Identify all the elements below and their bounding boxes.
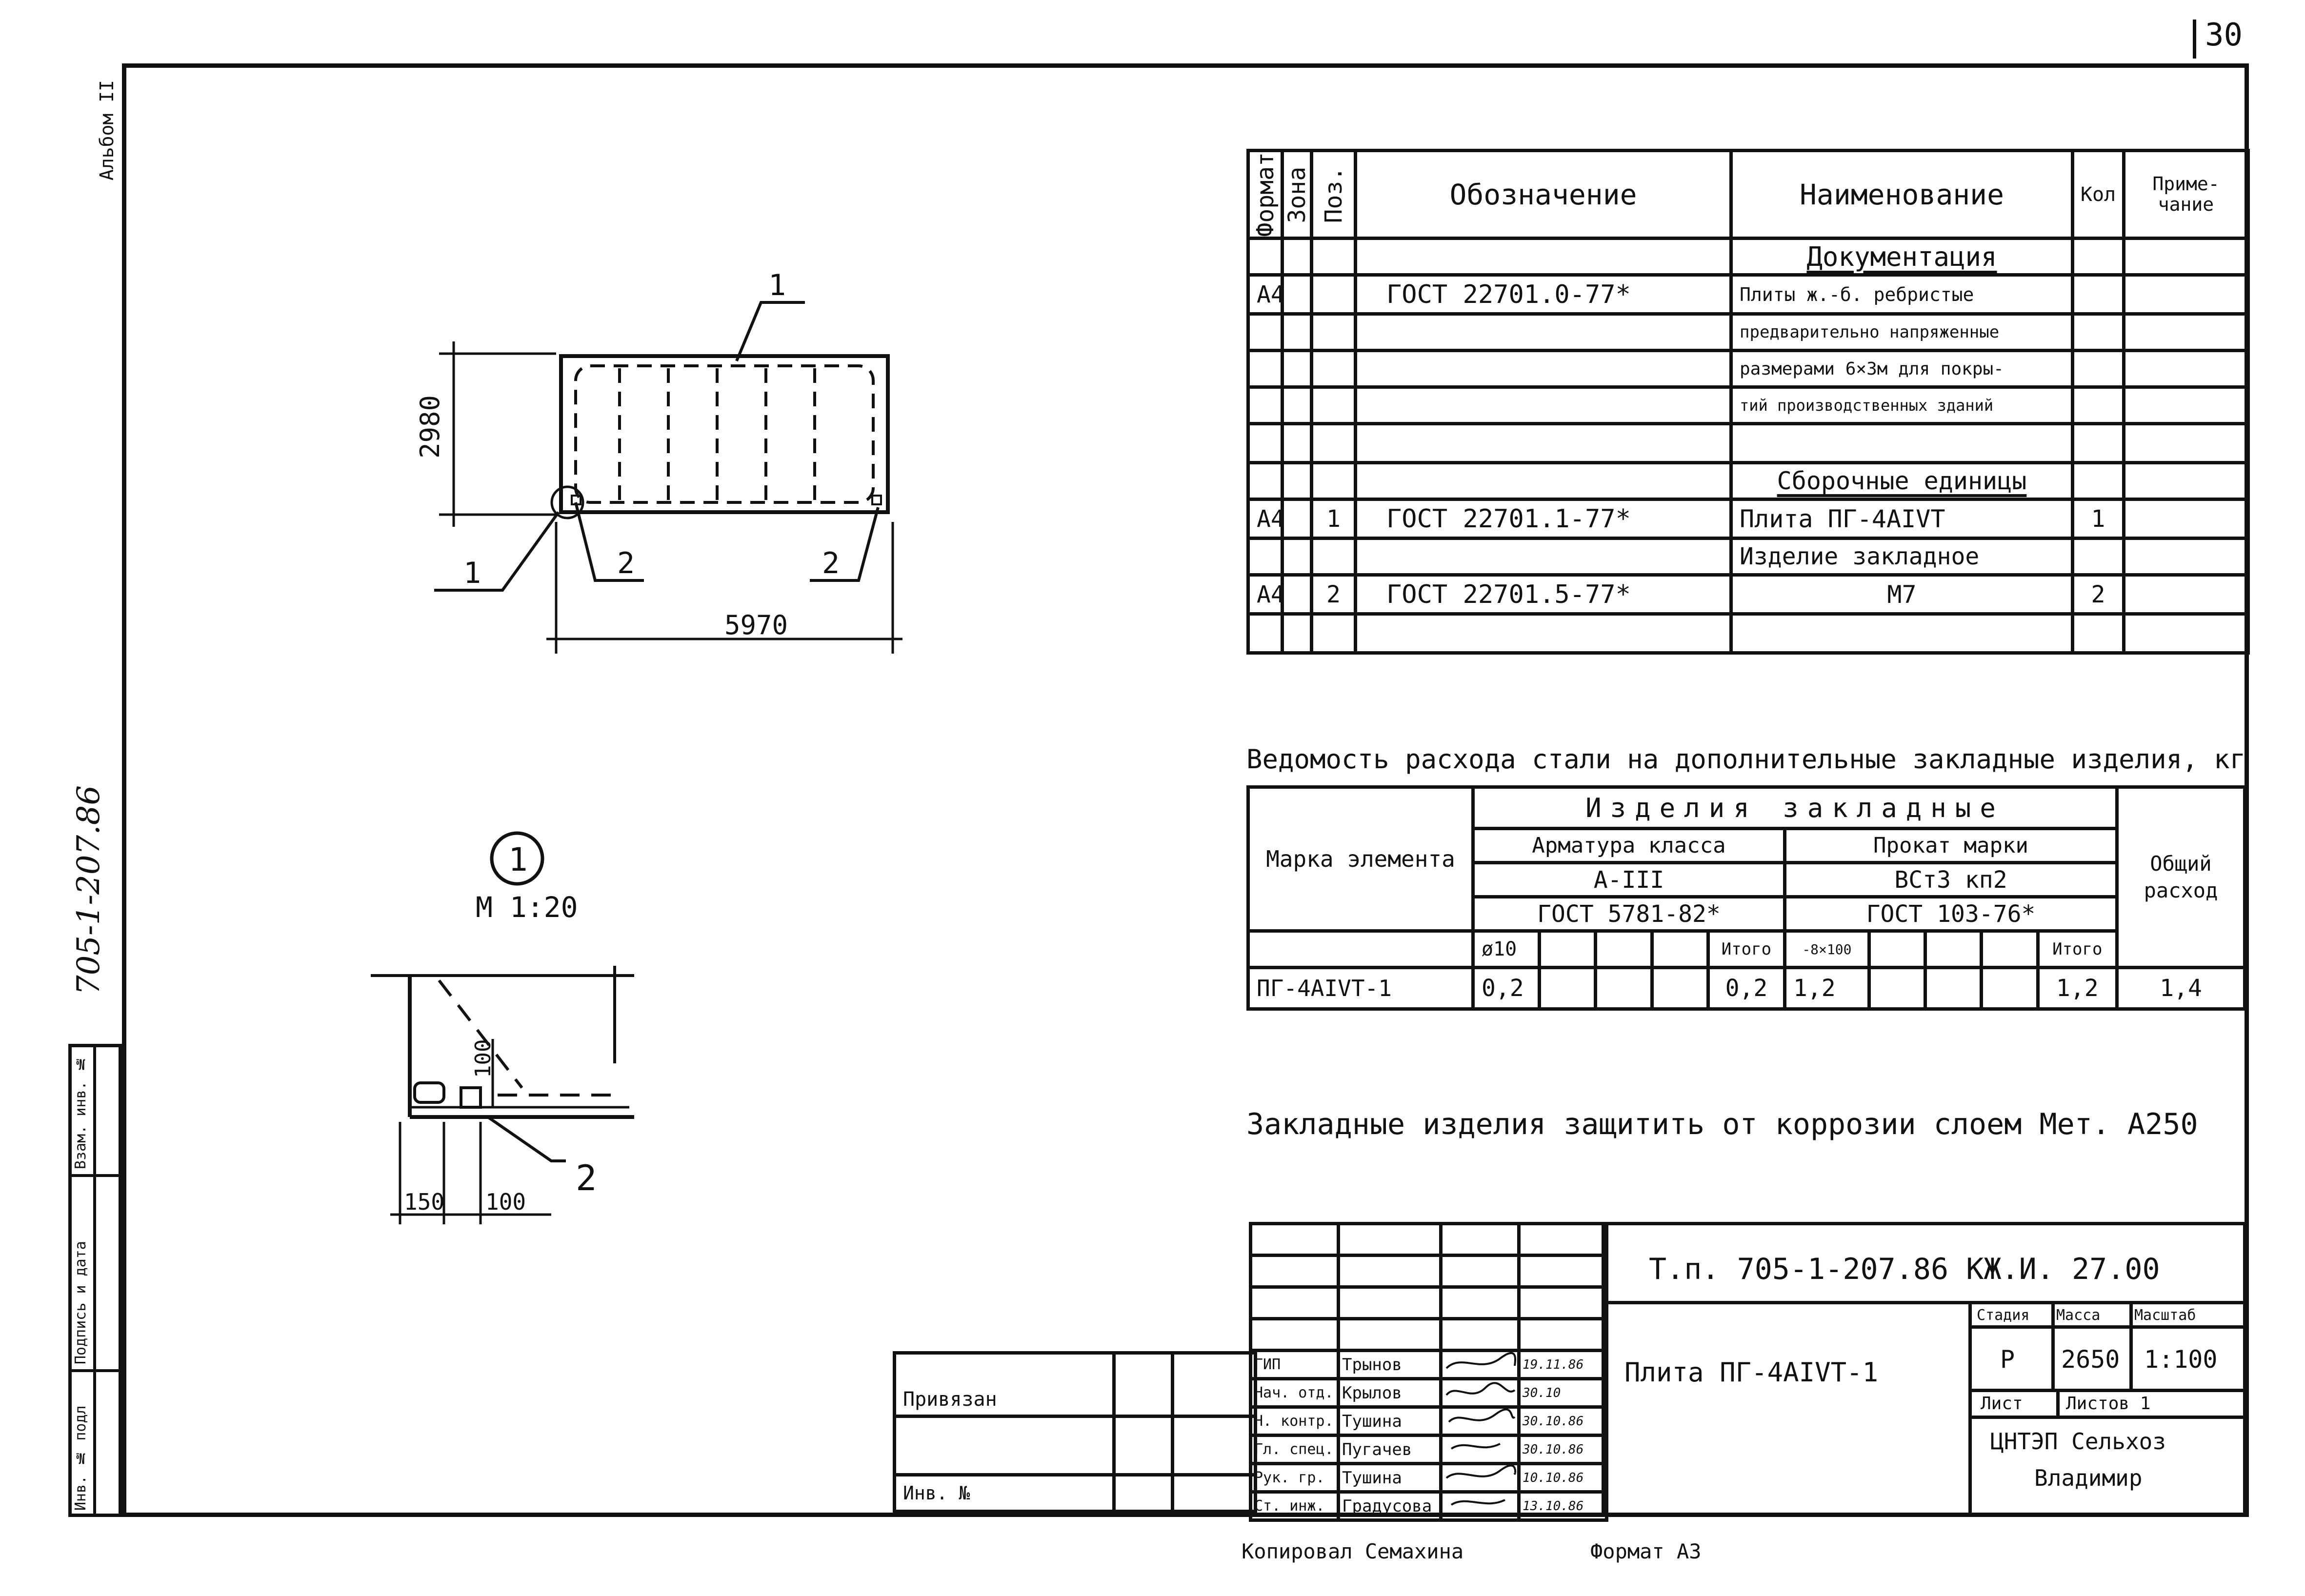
spec-h-pos: Поз. [1311,150,1356,239]
detail-leader-2 [487,1116,566,1162]
leader-2-left [574,502,644,582]
steel-sub-rolled-total: Итого [2036,929,2119,969]
sheet-number-tick [2193,20,2196,59]
steel-col-mark: Марка элемента [1246,785,1475,933]
sheet-label: Лист [1981,1394,2023,1414]
project-code: Т.п. 705-1-207.86 КЖ.И. 27.00 [1649,1252,2160,1286]
signature [1439,1434,1521,1465]
steel-rebar-header: Арматура класса [1471,827,1786,864]
spec-h-format: Формат [1248,150,1283,239]
leader-2-left-label: 2 [617,546,635,580]
binding-label: Привязан [893,1351,1116,1418]
mass-label: Масса [2056,1307,2101,1324]
detail-number: 1 [508,841,528,878]
spec-row: тий производственных зданий [1246,385,2250,426]
scale-label: Масштаб [2134,1307,2196,1324]
sheets-label: Листов 1 [2066,1394,2151,1414]
dim-150: 150 [404,1189,444,1215]
steel-data-row: ПГ-4АIVТ-1 0,2 0,2 1,2 1,2 1,4 [1246,966,2246,1011]
footer-format: Формат А3 [1590,1539,1702,1563]
spec-row: размерами 6×3м для покры- [1246,349,2250,389]
steel-sub-strip: -8×100 [1783,929,1871,969]
stage-value: Р [2000,1345,2015,1374]
spec-h-note: Приме- чание [2122,148,2250,240]
steel-rolled-grade: ВСт3 кп2 [1783,861,2119,898]
detail-scale: М 1:20 [476,891,578,924]
spec-header-row: Формат Зона Поз. Обозначение Наименовани… [1248,148,2250,240]
detail-number-circle [490,831,544,886]
org-line2: Владимир [2034,1465,2143,1491]
scale-value: 1:100 [2144,1345,2218,1374]
mass-value: 2650 [2061,1345,2120,1374]
steel-rebar-gost: ГОСТ 5781-82* [1471,895,1786,933]
corrosion-note: Закладные изделия защитить от коррозии с… [1246,1107,2198,1141]
leader-1-top [735,301,805,362]
stage-label: Стадия [1977,1307,2030,1324]
spec-section-docs-row: Документация [1246,237,2250,277]
steel-rebar-class: А-III [1471,861,1786,898]
steel-rolled-header: Прокат марки [1783,827,2119,864]
footer-copied: Копировал Семахина [1242,1539,1464,1563]
steel-sub-rebar-total: Итого [1706,929,1786,969]
spec-row: А4 ГОСТ 22701.0-77* Плиты ж.-б. ребристы… [1246,273,2250,316]
title-block-main: Т.п. 705-1-207.86 КЖ.И. 27.00 Плита ПГ-4… [1602,1222,2246,1517]
spec-h-zone: Зона [1282,150,1312,239]
dim-100-horizontal: 100 [485,1189,526,1215]
leader-1-left [434,511,560,592]
side-stamp: Инв. № подл Подпись и дата Взам. инв. № [68,1044,122,1517]
binding-block: Привязан Инв. № [893,1351,1257,1513]
steel-group: Изделия закладные [1471,785,2119,830]
item-name: Плита ПГ-4АIVТ-1 [1624,1357,1879,1388]
leader-1-left-label: 1 [463,556,481,590]
spec-table: Формат Зона Поз. Обозначение Наименовани… [1246,148,2250,655]
spec-section-units-row: Сборочные единицы [1246,461,2250,501]
plate-ribs [574,364,875,504]
detail-callout-circle [550,485,584,519]
spec-row: Изделие закладное [1246,537,2250,577]
steel-rolled-gost: ГОСТ 103-76* [1783,895,2119,933]
dim-height-text: 2980 [415,395,445,459]
signature [1439,1490,1521,1522]
dim-width-text: 5970 [724,610,788,640]
spec-h-designation: Обозначение [1354,148,1733,240]
leader-1-top-label: 1 [768,268,786,302]
steel-total-header: Общий расход [2115,785,2246,969]
steel-sub-d10: ø10 [1471,929,1542,969]
spec-row: предварительно напряженные [1246,312,2250,353]
spec-h-name: Наименование [1729,148,2074,240]
detail-leader-2-label: 2 [576,1157,597,1198]
signatures-layer [1445,1352,1517,1506]
org-line1: ЦНТЭП Сельхоз [1990,1428,2166,1455]
dim-100-vertical: 100 [471,1039,496,1078]
steel-title: Ведомость расхода стали на дополнительны… [1246,744,2246,775]
spec-section-docs: Документация [1729,237,2074,277]
spec-h-qty: Кол [2071,148,2125,240]
leader-2-right [810,507,880,582]
plate-outline [559,354,890,514]
drawing-frame [122,63,2249,1517]
leader-2-right-label: 2 [822,546,840,580]
spec-section-units: Сборочные единицы [1729,461,2074,501]
steel-table: Марка элемента Изделия закладные Общий р… [1246,785,2246,1011]
inv-label: Инв. № [893,1473,1116,1513]
sheet-number: 30 [2205,17,2243,53]
